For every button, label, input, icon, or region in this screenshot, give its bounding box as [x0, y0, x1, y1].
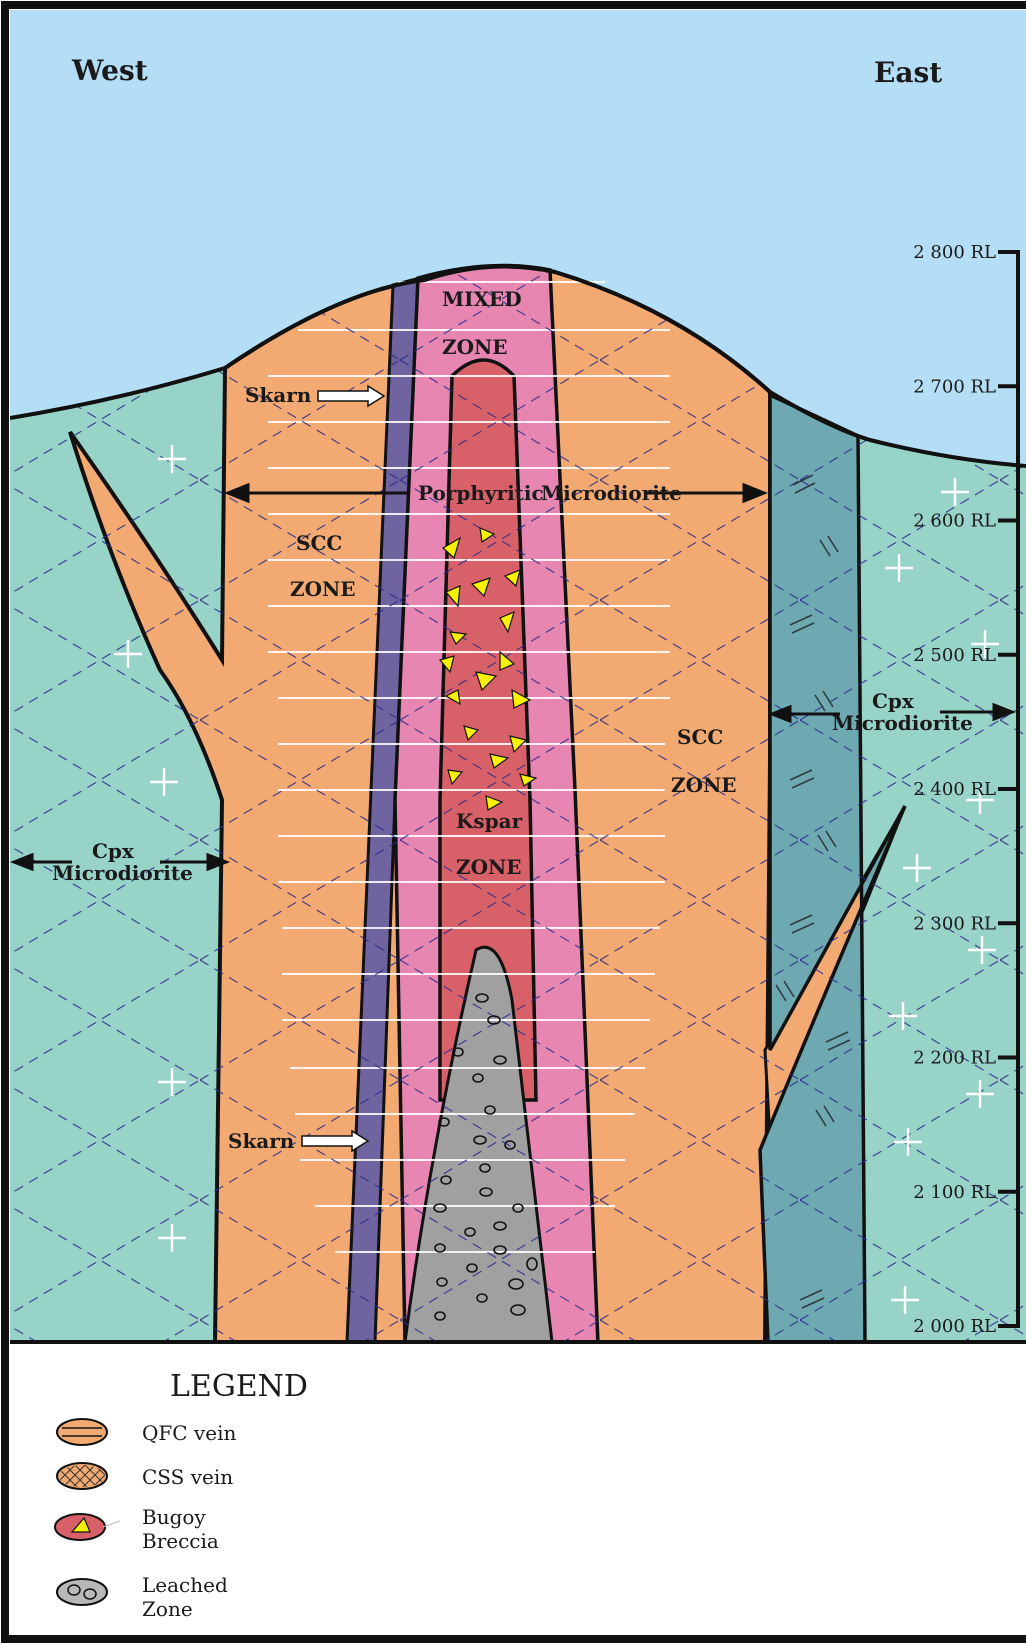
rl-label-2800: 2 800 RL — [913, 242, 996, 263]
skarn-label-lower: Skarn — [228, 1129, 295, 1153]
west-label: West — [71, 54, 148, 87]
rl-label-2400: 2 400 RL — [913, 779, 996, 800]
scc-zone-east-label-1: SCC — [677, 725, 723, 749]
rl-label-2000: 2 000 RL — [913, 1316, 996, 1337]
cpx-east-label-1: Cpx — [872, 689, 915, 713]
rl-label-2700: 2 700 RL — [913, 376, 996, 397]
legend-label-bugoy-1: Bugoy — [142, 1505, 206, 1529]
rl-label-2300: 2 300 RL — [913, 913, 996, 934]
rl-label-2200: 2 200 RL — [913, 1048, 996, 1069]
cpx-east-label-2: Microdiorite — [832, 711, 973, 735]
legend-label-bugoy-2: Breccia — [142, 1529, 219, 1553]
rl-label-2100: 2 100 RL — [913, 1182, 996, 1203]
legend-title: LEGEND — [170, 1369, 308, 1404]
scc-zone-west-label-1: SCC — [296, 531, 342, 555]
legend-label-css: CSS vein — [142, 1465, 233, 1489]
microdiorite-label: Microdiorite — [541, 481, 682, 505]
legend-label-leached-2: Zone — [142, 1597, 193, 1621]
scc-zone-east-label-2: ZONE — [671, 773, 737, 797]
east-label: East — [874, 56, 942, 89]
rl-label-2500: 2 500 RL — [913, 645, 996, 666]
kspar-zone-label-1: Kspar — [456, 809, 523, 833]
scc-zone-west-label-2: ZONE — [290, 577, 356, 601]
rl-label-2600: 2 600 RL — [913, 511, 996, 532]
css-vein-icon — [57, 1463, 107, 1489]
mixed-zone-label-1: MIXED — [442, 287, 522, 311]
porphyritic-label: Porphyritic — [418, 481, 544, 505]
cpx-west-label-2: Microdiorite — [52, 861, 193, 885]
cpx-west-label-1: Cpx — [92, 839, 135, 863]
legend-label-qfc: QFC vein — [142, 1421, 236, 1445]
leached-zone-icon — [57, 1579, 107, 1605]
kspar-zone-label-2: ZONE — [456, 855, 522, 879]
mixed-zone-label-2: ZONE — [442, 335, 508, 359]
qfc-vein-icon — [57, 1419, 107, 1445]
legend-label-leached-1: Leached — [142, 1573, 228, 1597]
skarn-label-upper: Skarn — [245, 383, 312, 407]
